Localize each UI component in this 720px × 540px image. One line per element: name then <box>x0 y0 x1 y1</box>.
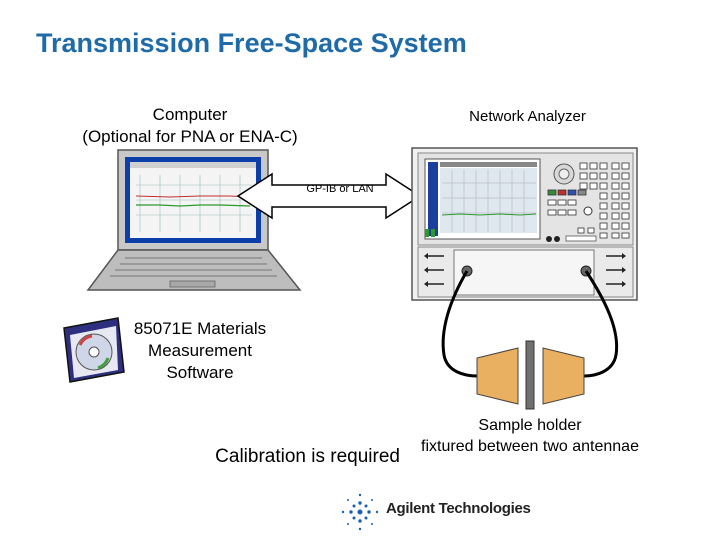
software-label-line2: Measurement <box>148 341 252 360</box>
laptop-icon <box>86 149 302 291</box>
page-title: Transmission Free-Space System <box>36 28 467 58</box>
right-antenna-icon <box>542 347 585 405</box>
rf-cables <box>441 270 619 378</box>
computer-label-line1: Computer <box>152 105 228 124</box>
software-cd-icon <box>63 317 125 383</box>
agilent-logo-text: Agilent Technologies <box>386 500 531 517</box>
sample-holder-icon <box>525 340 535 410</box>
left-antenna-icon <box>476 347 519 405</box>
network-analyzer-icon <box>411 147 638 301</box>
software-label-line1: 85071E Materials <box>133 319 267 338</box>
network-analyzer-label: Network Analyzer <box>469 108 586 125</box>
link-double-arrow <box>236 172 422 220</box>
software-label: 85071E Materials Measurement Software <box>110 318 290 384</box>
link-label: GP-IB or LAN <box>306 183 374 195</box>
calibration-note: Calibration is required <box>215 446 400 467</box>
sample-holder-label-line1: Sample holder <box>478 417 582 434</box>
agilent-spark-logo-icon <box>341 493 379 531</box>
computer-label-line2: (Optional for PNA or ENA-C) <box>82 127 298 146</box>
computer-label: Computer (Optional for PNA or ENA-C) <box>40 104 340 148</box>
software-label-line3: Software <box>166 363 234 382</box>
sample-holder-label-line2: fixtured between two antennae <box>421 438 639 455</box>
sample-holder-label: Sample holder fixtured between two anten… <box>405 415 655 457</box>
